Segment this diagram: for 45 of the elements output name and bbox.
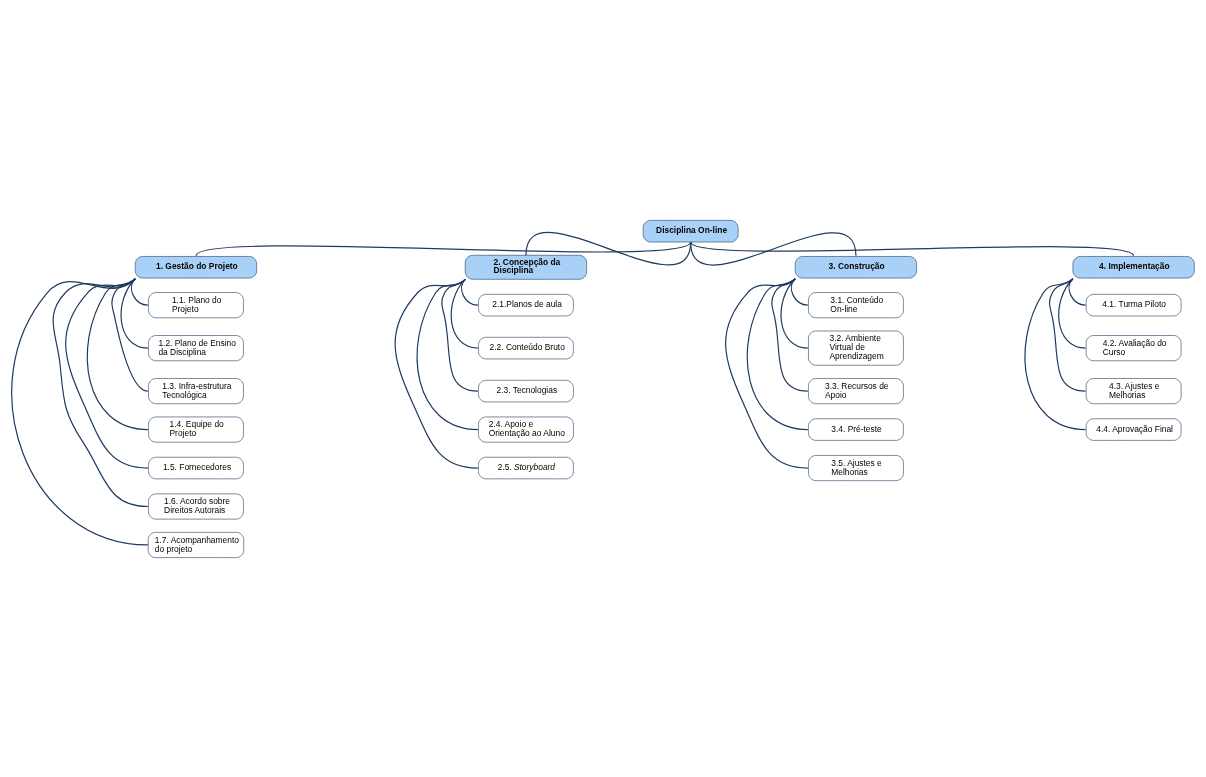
connector bbox=[65, 277, 149, 469]
node-box: 2.3. Tecnologias bbox=[478, 379, 574, 402]
connector bbox=[86, 277, 149, 430]
connector bbox=[780, 277, 809, 349]
node-box: 4.3. Ajustes e Melhorias bbox=[1085, 377, 1182, 404]
connector bbox=[746, 277, 809, 430]
connector bbox=[195, 240, 692, 256]
node-box: 2.1.Planos de aula bbox=[478, 293, 574, 316]
node-box: 4.4. Aprovação Final bbox=[1085, 417, 1182, 441]
node-box: 2. Concepção da Disciplina bbox=[464, 254, 587, 280]
connector bbox=[525, 231, 692, 265]
connector bbox=[52, 277, 149, 507]
node-box: 1.5. Fornecedores bbox=[148, 456, 244, 479]
connector bbox=[111, 277, 149, 392]
connector bbox=[1024, 277, 1087, 430]
connector bbox=[120, 277, 149, 349]
connector bbox=[725, 277, 809, 469]
node-box: 3.4. Pré-teste bbox=[808, 417, 904, 441]
node-box: 1.4. Equipe do Projeto bbox=[148, 416, 244, 442]
node-box: 4. Implementação bbox=[1072, 255, 1195, 278]
node-box: 3.2. Ambiente Virtual de Aprendizagem bbox=[808, 330, 904, 366]
connector bbox=[11, 277, 149, 546]
node-box: 1.2. Plano de Ensino da Disciplina bbox=[148, 334, 244, 361]
node-box: 3.5. Ajustes e Melhorias bbox=[808, 454, 904, 481]
node-box: 2.5. Storyboard bbox=[478, 456, 574, 479]
connector bbox=[416, 278, 479, 430]
node-box: 2.4. Apoio e Orientação ao Aluno bbox=[478, 416, 574, 442]
node-box: 1.7. Acompanhamento do projeto bbox=[147, 531, 245, 558]
node-box: Disciplina On-line bbox=[642, 219, 739, 242]
node-box: 3. Construção bbox=[794, 255, 917, 278]
node-box: 1. Gestão do Projeto bbox=[134, 255, 257, 278]
node-box: 2.2. Conteúdo Bruto bbox=[478, 336, 574, 359]
connector bbox=[790, 277, 809, 306]
node-box: 3.3. Recursos de Apoio bbox=[808, 377, 904, 404]
node-box: 4.1. Turma Piloto bbox=[1085, 293, 1182, 316]
node-box: 4.2. Avaliação do Curso bbox=[1085, 334, 1182, 361]
connector bbox=[394, 278, 479, 469]
node-box: 1.6. Acordo sobre Direitos Autorais bbox=[148, 493, 244, 519]
connector bbox=[690, 240, 1135, 256]
node-box: 1.1. Plano do Projeto bbox=[148, 291, 244, 318]
node-box: 3.1. Conteúdo On-line bbox=[808, 291, 904, 318]
connector bbox=[771, 277, 809, 392]
connector bbox=[441, 278, 479, 392]
connector bbox=[690, 231, 857, 266]
node-box: 1.3. Infra-estrutura Tecnológica bbox=[148, 377, 244, 404]
